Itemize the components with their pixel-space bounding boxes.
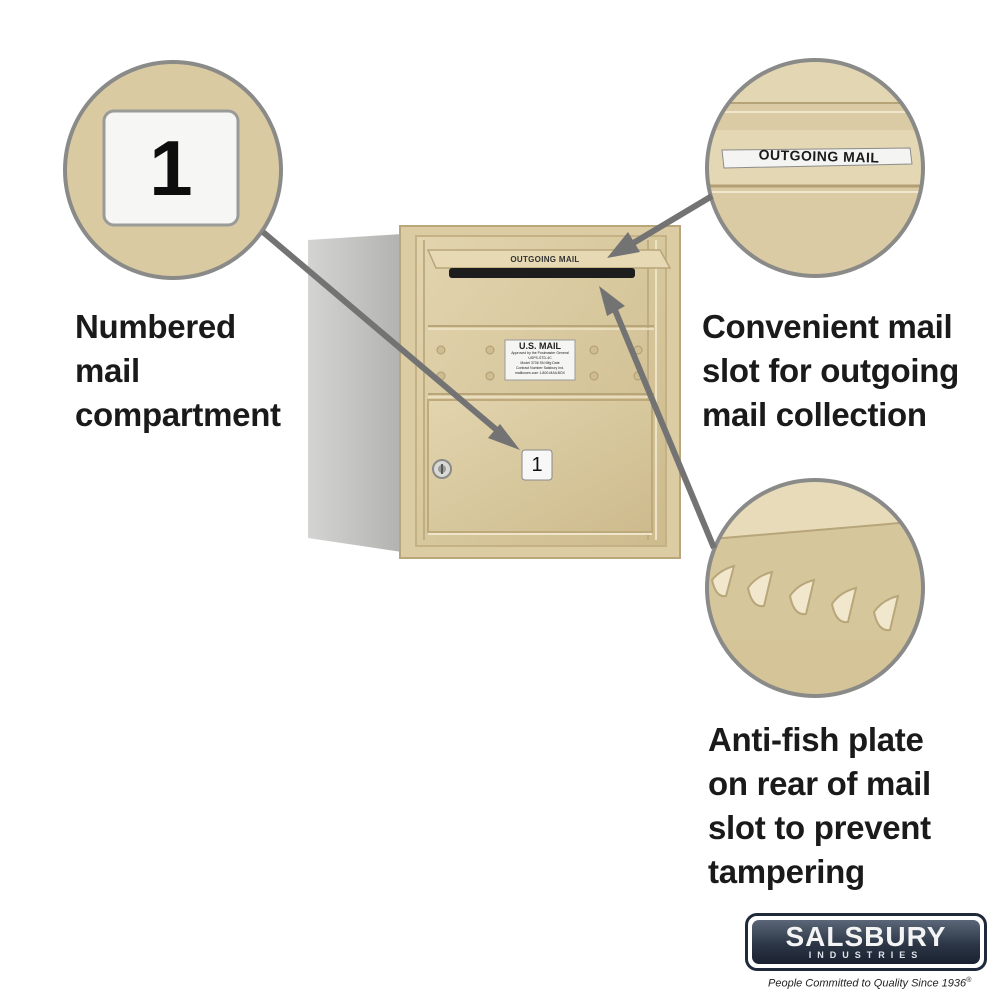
- usps-placard: [504, 339, 576, 381]
- zoom-circle-outgoing: [705, 58, 925, 278]
- placard-line: mailboxes.com 1-800-MAILBOX: [515, 371, 565, 375]
- arrow-antifish-to-slot: [612, 308, 717, 550]
- callout-line: Convenient mail: [702, 308, 953, 345]
- callout-arrows: [261, 193, 717, 550]
- placard-line: Contract Number Salsbury Ind.: [515, 366, 565, 370]
- door-number-plate: [521, 449, 553, 481]
- outgoing-mail-slot[interactable]: [449, 268, 635, 278]
- placard-line: Model 3706 SN Mfg Date: [520, 361, 560, 365]
- callout-line: Numbered: [75, 308, 236, 345]
- anti-fish-teeth: [710, 564, 900, 632]
- callout-anti-fish-plate: Anti-fish plate on rear of mail slot to …: [708, 718, 931, 894]
- callout-line: Anti-fish plate: [708, 721, 924, 758]
- salsbury-logo: SALSBURY INDUSTRIES: [745, 913, 987, 971]
- callout-line: tampering: [708, 853, 865, 890]
- callout-line: on rear of mail: [708, 765, 931, 802]
- tagline-text: People Committed to Quality Since 1936: [768, 977, 967, 990]
- arrow-to-slot: [628, 193, 714, 248]
- outgoing-mail-label-small: OUTGOING MAIL: [510, 255, 580, 264]
- callout-line: slot to prevent: [708, 809, 931, 846]
- mailbox-side-panel: [308, 234, 402, 552]
- arrow-to-number: [261, 229, 507, 440]
- mailbox: [308, 225, 681, 559]
- registered-mark: ®: [966, 977, 972, 984]
- number-plate-large-digit: 1: [149, 123, 193, 212]
- zoom-circle-number: [63, 60, 283, 280]
- arrow-heads: [488, 232, 640, 450]
- outgoing-mail-flap[interactable]: [426, 249, 672, 269]
- logo-subtitle: INDUSTRIES: [808, 950, 924, 960]
- logo-wordmark: SALSBURY: [785, 921, 947, 952]
- callout-line: mail: [75, 352, 140, 389]
- usps-placard-text: U.S. MAIL Approved by the Postmaster Gen…: [505, 341, 575, 376]
- placard-title: U.S. MAIL: [519, 341, 561, 351]
- callout-line: slot for outgoing: [702, 352, 959, 389]
- door-number: 1: [531, 453, 543, 476]
- lock-icon[interactable]: [432, 459, 452, 479]
- callout-outgoing-slot: Convenient mail slot for outgoing mail c…: [702, 305, 959, 437]
- placard-line: Approved by the Postmaster General: [511, 351, 569, 355]
- zoom-circle-antifish: [705, 478, 925, 698]
- placard-line: USPS-STD-4C: [528, 356, 552, 360]
- brand-tagline: People Committed to Quality Since 1936®: [768, 977, 971, 990]
- number-plate-large: [102, 109, 240, 227]
- callout-numbered-compartment: Numbered mail compartment: [75, 305, 281, 437]
- callout-line: compartment: [75, 396, 281, 433]
- callout-line: mail collection: [702, 396, 927, 433]
- outgoing-mail-label-plate: [721, 147, 913, 169]
